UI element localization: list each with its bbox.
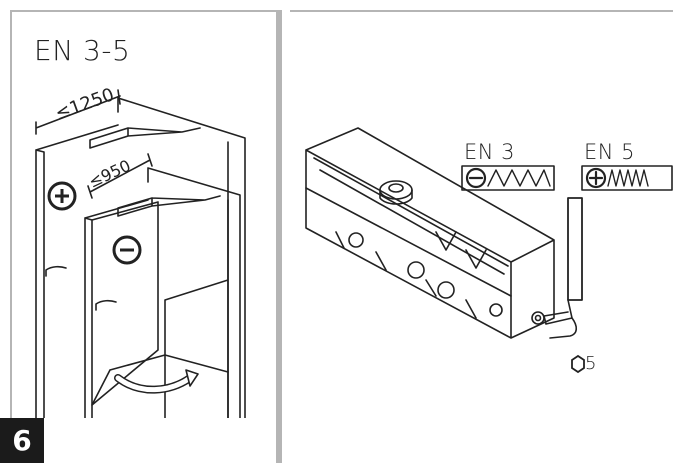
closer-body [305,127,555,339]
large-door-handle [45,265,67,277]
step-number-badge: 6 [0,418,44,463]
door-diagram: ≤1250 ≤950 [35,84,246,418]
closer-body-diagram [305,127,673,374]
dim-line-small [87,153,153,199]
large-door-closer [89,127,201,149]
minus-circle-icon [112,235,142,265]
hex-key-tool [543,197,583,339]
dimension-label-large: ≤1250 [53,84,117,125]
small-door-handle [95,299,117,311]
right-panel-top-border [290,10,673,12]
small-door-closer [117,195,221,217]
dim-line-large [35,89,121,135]
left-panel-top-border [10,10,278,12]
small-door-leaf [84,199,159,418]
spring-indicator-en3 [461,165,555,191]
plus-circle-icon [47,181,77,211]
large-door-leaf [35,124,119,418]
left-panel-left-border [10,10,12,418]
page-title: EN 3-5 [34,34,131,67]
spring-indicator-en5 [581,165,673,191]
label-en3: EN 3 [464,140,516,164]
hex-key-icon [571,354,585,374]
dimension-label-small: ≤950 [86,156,134,192]
adjust-socket [531,311,545,325]
left-panel: EN 3-5 [0,0,282,463]
panel-divider [276,10,282,463]
small-door-frame [147,167,241,418]
hex-size-label: 5 [585,353,597,374]
label-en5: EN 5 [584,140,636,164]
right-panel: EN 3 EN 5 [286,0,673,463]
